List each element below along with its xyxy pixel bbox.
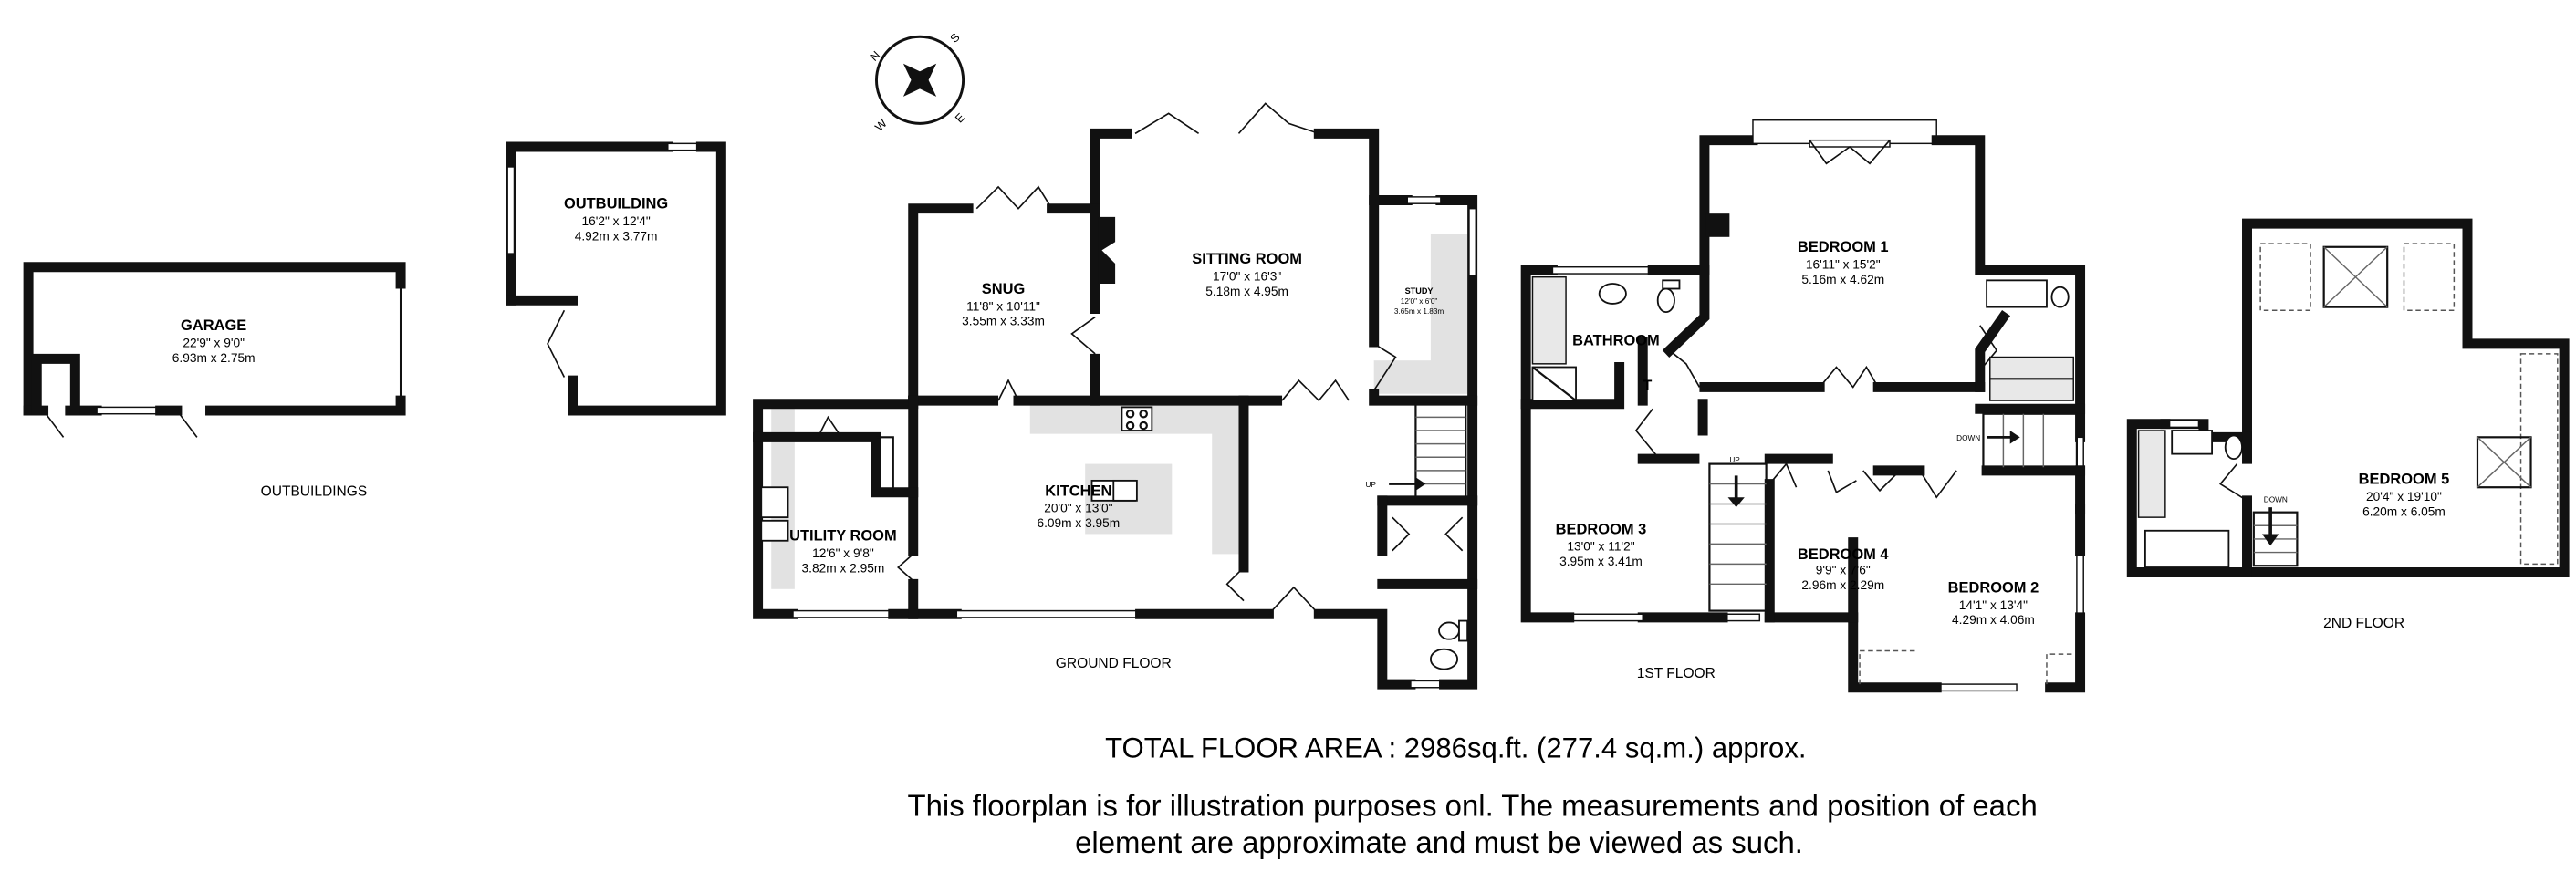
- bathroom-name: BATHROOM: [1572, 333, 1660, 349]
- disclaimer-line-2: element are approximate and must be view…: [1075, 826, 1803, 859]
- outbuilding-metric: 4.92m x 3.77m: [575, 229, 658, 243]
- compass-letter-w: W: [872, 116, 891, 134]
- bedroom4-metric: 2.96m x 2.29m: [1801, 578, 1884, 592]
- study-metric: 3.65m x 1.83m: [1394, 307, 1444, 316]
- utility-room-imperial: 12'6" x 9'8": [812, 546, 874, 560]
- bedroom2-metric: 4.29m x 4.06m: [1952, 613, 2035, 627]
- total-floor-area: TOTAL FLOOR AREA : 2986sq.ft. (277.4 sq.…: [1105, 732, 1806, 764]
- kitchen-imperial: 20'0" x 13'0": [1044, 502, 1112, 515]
- compass-icon: N E S W: [867, 30, 967, 134]
- garage-plan: GARAGE 22'9" x 9'0" 6.93m x 2.75m: [23, 262, 406, 438]
- bedroom5-name: BEDROOM 5: [2359, 472, 2450, 488]
- bedroom1-metric: 5.16m x 4.62m: [1801, 273, 1884, 286]
- snug-imperial: 11'8" x 10'11": [966, 299, 1040, 313]
- first-stairs-down-label: DOWN: [1956, 434, 1980, 442]
- bedroom5-imperial: 20'4" x 19'10": [2366, 490, 2442, 504]
- sitting-room-name: SITTING ROOM: [1192, 251, 1302, 267]
- ground-floor-label: GROUND FLOOR: [1056, 656, 1172, 671]
- outbuilding-name: OUTBUILDING: [564, 196, 668, 213]
- bedroom4-imperial: 9'9" x 7'6": [1816, 563, 1871, 576]
- second-stairs-down-label: DOWN: [2264, 496, 2288, 504]
- kitchen-metric: 6.09m x 3.95m: [1037, 516, 1120, 530]
- sitting-room-metric: 5.18m x 4.95m: [1205, 285, 1288, 298]
- bedroom4-name: BEDROOM 4: [1798, 546, 1889, 563]
- snug-name: SNUG: [982, 281, 1026, 297]
- utility-room-name: UTILITY ROOM: [789, 528, 897, 545]
- garage-imperial: 22'9" x 9'0": [183, 337, 245, 350]
- bedroom3-metric: 3.95m x 3.41m: [1559, 555, 1643, 568]
- second-floor-label: 2ND FLOOR: [2323, 616, 2404, 631]
- bedroom3-imperial: 13'0" x 11'2": [1567, 540, 1634, 554]
- ground-stairs: UP: [1366, 402, 1467, 499]
- first-floor-plan: T UP DOWN BEDROOM 1: [1520, 119, 2086, 693]
- first-stairs-up-label: UP: [1729, 456, 1740, 464]
- outbuildings-label: OUTBUILDINGS: [261, 483, 368, 499]
- bedroom1-name: BEDROOM 1: [1798, 239, 1889, 255]
- garage-name: GARAGE: [181, 317, 246, 334]
- compass-letter-e: E: [952, 110, 967, 126]
- outbuilding-imperial: 16'2" x 12'4": [581, 214, 650, 228]
- compass-letter-s: S: [947, 30, 963, 46]
- study-name: STUDY: [1405, 286, 1434, 296]
- second-floor-plan: DOWN BEDROOM 5 20'4" x 19'10" 6.20m x 6.…: [2126, 218, 2570, 578]
- bedroom5-metric: 6.20m x 6.05m: [2362, 504, 2446, 518]
- kitchen-name: KITCHEN: [1045, 483, 1111, 499]
- study-imperial: 12'0" x 6'0": [1401, 297, 1438, 306]
- bedroom2-name: BEDROOM 2: [1948, 579, 2039, 596]
- sitting-room-imperial: 17'0" x 16'3": [1213, 269, 1281, 283]
- outbuilding-plan: OUTBUILDING 16'2" x 12'4" 4.92m x 3.77m: [506, 141, 726, 416]
- utility-room-metric: 3.82m x 2.95m: [802, 562, 885, 576]
- bedroom2-imperial: 14'1" x 13'4": [1959, 598, 2028, 612]
- ground-floor-plan: UP SNUG 11'8" x 10'11" 3.55m x 3.33m SIT…: [753, 102, 1478, 690]
- first-stairs: UP DOWN: [1708, 412, 2078, 612]
- bedroom1-imperial: 16'11" x 15'2": [1806, 258, 1881, 272]
- cupboard-t-label: T: [1643, 378, 1652, 394]
- bedroom3-name: BEDROOM 3: [1556, 521, 1647, 537]
- disclaimer-line-1: This floorplan is for illustration purpo…: [907, 789, 2037, 823]
- first-floor-label: 1ST FLOOR: [1637, 666, 1716, 681]
- snug-metric: 3.55m x 3.33m: [962, 315, 1045, 328]
- garage-metric: 6.93m x 2.75m: [172, 351, 256, 365]
- ground-stairs-up-label: UP: [1366, 481, 1377, 489]
